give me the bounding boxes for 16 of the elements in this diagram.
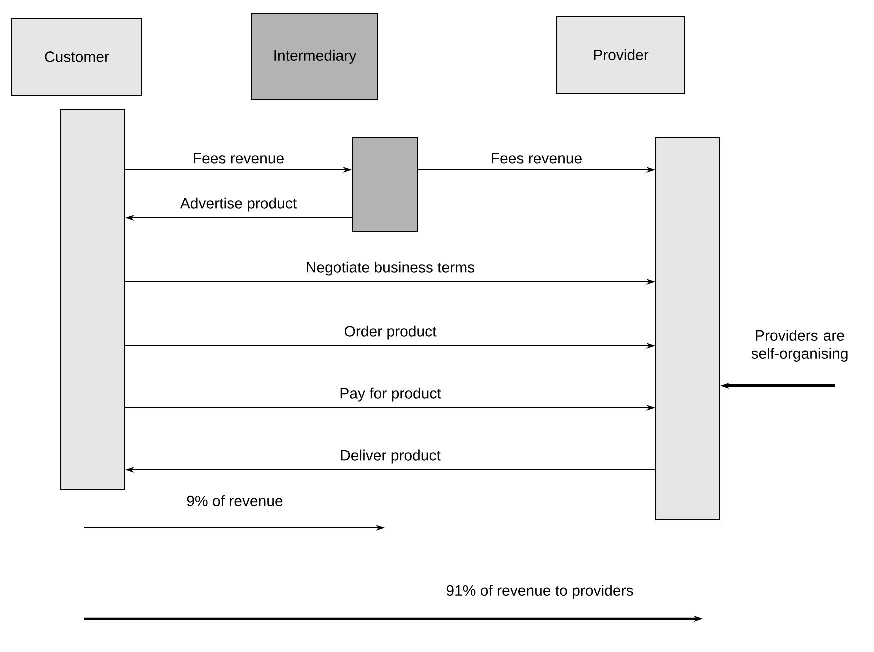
revenue-label: 9% of revenue	[187, 496, 283, 506]
edge-label: Fees revenue	[194, 153, 284, 164]
edge-label: Order product	[344, 326, 437, 340]
actor-box: Provider	[556, 16, 686, 94]
activation-bar	[352, 138, 418, 232]
lifeline-bar	[60, 110, 126, 490]
note-text: Providers are self-organising	[752, 330, 848, 362]
edge-label: Pay for product	[340, 388, 442, 402]
lifeline-bar	[656, 138, 720, 520]
edge-label: Fees revenue	[492, 153, 582, 164]
edge-label: Deliver product	[341, 450, 441, 464]
edge-label: Negotiate business terms	[307, 262, 475, 276]
edge-label: Advertise product	[180, 198, 297, 212]
revenue-label: 91% of revenue to providers	[446, 585, 634, 599]
actor-box: Intermediary	[252, 14, 378, 100]
actor-box: Customer	[12, 18, 142, 96]
